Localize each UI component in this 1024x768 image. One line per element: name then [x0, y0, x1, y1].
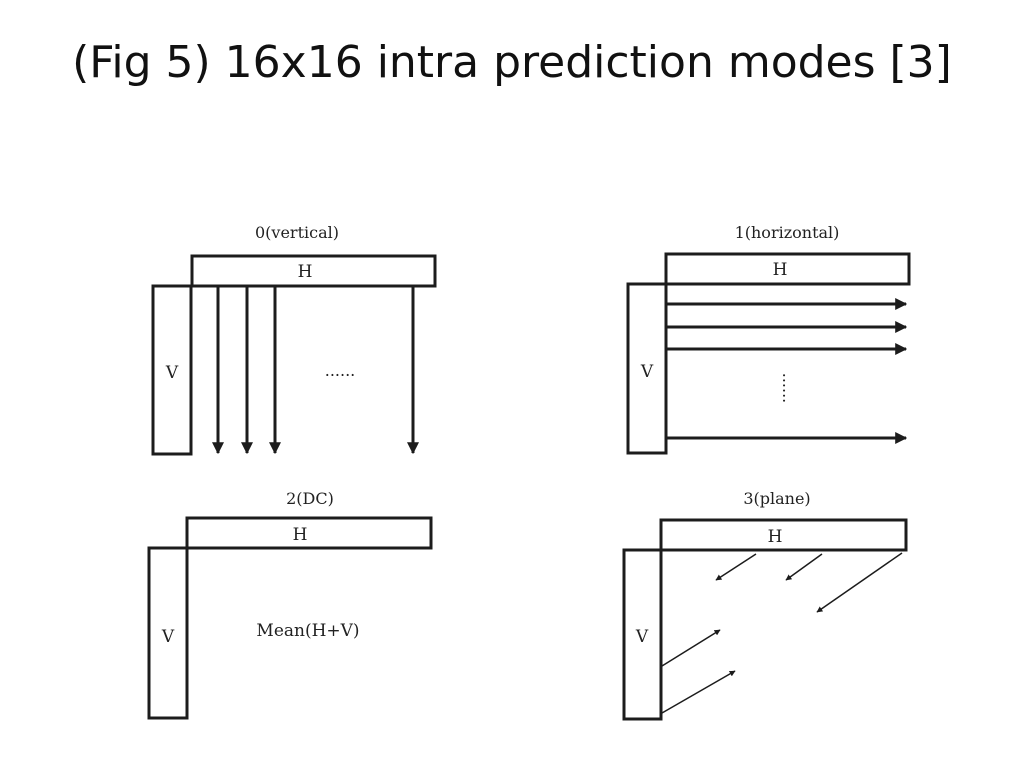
diagonal-arrow	[661, 670, 736, 714]
h-block	[185, 516, 433, 550]
panel-vertical: 0(vertical) H V ......	[151, 223, 437, 456]
h-label: H	[773, 260, 788, 280]
h-block	[664, 252, 911, 286]
page-title: (Fig 5) 16x16 intra prediction modes [3]	[72, 37, 952, 88]
mean-label: Mean(H+V)	[256, 621, 359, 641]
diagonal-arrow	[816, 552, 903, 613]
panel-plane: 3(plane) H V	[622, 489, 908, 721]
v-label: V	[165, 363, 179, 383]
h-label: H	[298, 262, 313, 282]
panel-horizontal: 1(horizontal) H V ......	[626, 223, 911, 455]
h-block	[190, 254, 437, 288]
ellipsis-dots: ......	[325, 361, 356, 380]
diagonal-arrow	[661, 629, 721, 667]
panel-dc: 2(DC) H V Mean(H+V)	[147, 489, 433, 720]
caption-vertical: 0(vertical)	[255, 223, 339, 242]
v-block	[151, 284, 193, 456]
v-label: V	[635, 627, 649, 647]
caption-plane: 3(plane)	[743, 489, 810, 508]
diagonal-arrow	[785, 553, 823, 581]
h-block	[659, 518, 908, 552]
caption-horizontal: 1(horizontal)	[735, 223, 840, 242]
v-label: V	[640, 362, 654, 382]
diagonal-arrow	[715, 553, 757, 581]
v-block	[626, 282, 668, 455]
v-block	[622, 548, 663, 721]
h-label: H	[293, 525, 308, 545]
caption-dc: 2(DC)	[286, 489, 334, 508]
ellipsis-dots: ......	[779, 373, 798, 404]
h-label: H	[768, 527, 783, 547]
v-label: V	[161, 627, 175, 647]
v-block	[147, 546, 189, 720]
